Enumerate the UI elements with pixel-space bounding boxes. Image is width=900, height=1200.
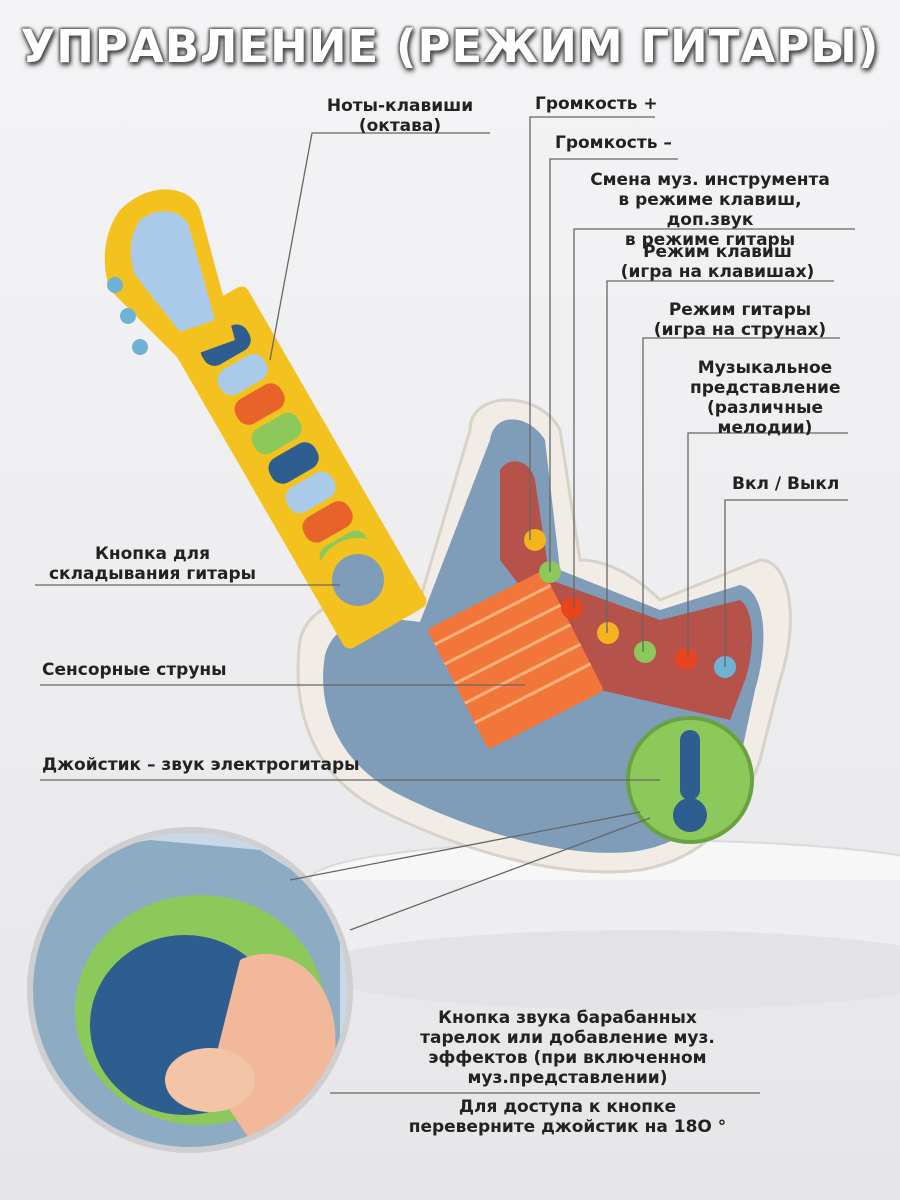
label-key-mode-line1: Режим клавиш: [643, 242, 792, 262]
label-cymbal-line4: муз.представлении): [467, 1068, 668, 1088]
label-instrument-line1: Смена муз. инструмента: [590, 170, 830, 190]
guitar-head: [104, 189, 235, 360]
label-flip-line1: Для доступа к кнопке: [458, 1097, 677, 1117]
fold-knob-icon: [316, 538, 400, 622]
label-flip-joystick: Для доступа к кнопке переверните джойсти…: [395, 1097, 740, 1137]
zoom-detail: [27, 827, 353, 1153]
label-key-mode: Режим клавиш (игра на клавишах): [610, 242, 825, 282]
label-cymbal-button: Кнопка звука барабанных тарелок или доба…: [395, 1008, 740, 1088]
label-demo-line3: (различные: [707, 398, 823, 418]
page-title: УПРАВЛЕНИЕ (РЕЖИМ ГИТАРЫ): [20, 20, 880, 73]
label-key-mode-line2: (игра на клавишах): [620, 262, 815, 282]
label-fold-button: Кнопка для складывания гитары: [40, 544, 265, 584]
label-guitar-mode-line1: Режим гитары: [668, 300, 812, 320]
label-cymbal-line2: тарелок или добавление муз.: [420, 1028, 715, 1048]
label-volume-down: Громкость –: [555, 133, 672, 153]
label-instrument-line2: в режиме клавиш, доп.звук: [618, 190, 802, 230]
vol-up-star-icon: [524, 529, 546, 551]
joystick-icon: [680, 730, 700, 800]
joystick: [626, 716, 754, 844]
guitar-mode-star-icon: [634, 641, 656, 663]
demo-star-icon: [675, 648, 697, 670]
label-instrument-line3: в режиме гитары: [624, 230, 796, 250]
label-note-keys: Ноты-клавиши (октава): [320, 96, 480, 136]
label-touch-strings: Сенсорные струны: [42, 660, 227, 680]
label-fold-line1: Кнопка для: [94, 544, 211, 564]
label-music-demo: Музыкальное представление (различные мел…: [690, 358, 841, 438]
label-joystick: Джойстик – звук электрогитары: [42, 755, 360, 775]
label-volume-up: Громкость +: [535, 94, 658, 114]
touch-strings: [428, 571, 603, 749]
label-demo-line1: Музыкальное: [697, 358, 833, 378]
label-note-keys-line1: Ноты-клавиши: [326, 96, 474, 116]
label-guitar-mode: Режим гитары (игра на струнах): [645, 300, 835, 340]
label-fold-line2: складывания гитары: [48, 564, 257, 584]
label-demo-line2: представление: [690, 378, 841, 398]
key-mode-star-icon: [597, 622, 619, 644]
label-guitar-mode-line2: (игра на струнах): [653, 320, 827, 340]
label-cymbal-line1: Кнопка звука барабанных: [438, 1008, 697, 1028]
instrument-star-icon: [561, 597, 583, 619]
label-cymbal-line3: эффектов (при включенном: [428, 1048, 707, 1068]
label-demo-line4: мелодии): [717, 418, 813, 438]
label-flip-line2: переверните джойстик на 18О °: [408, 1117, 727, 1137]
label-power: Вкл / Выкл: [732, 474, 840, 494]
label-instrument-change: Смена муз. инструмента в режиме клавиш, …: [575, 170, 845, 250]
label-note-keys-line2: (октава): [358, 116, 442, 136]
